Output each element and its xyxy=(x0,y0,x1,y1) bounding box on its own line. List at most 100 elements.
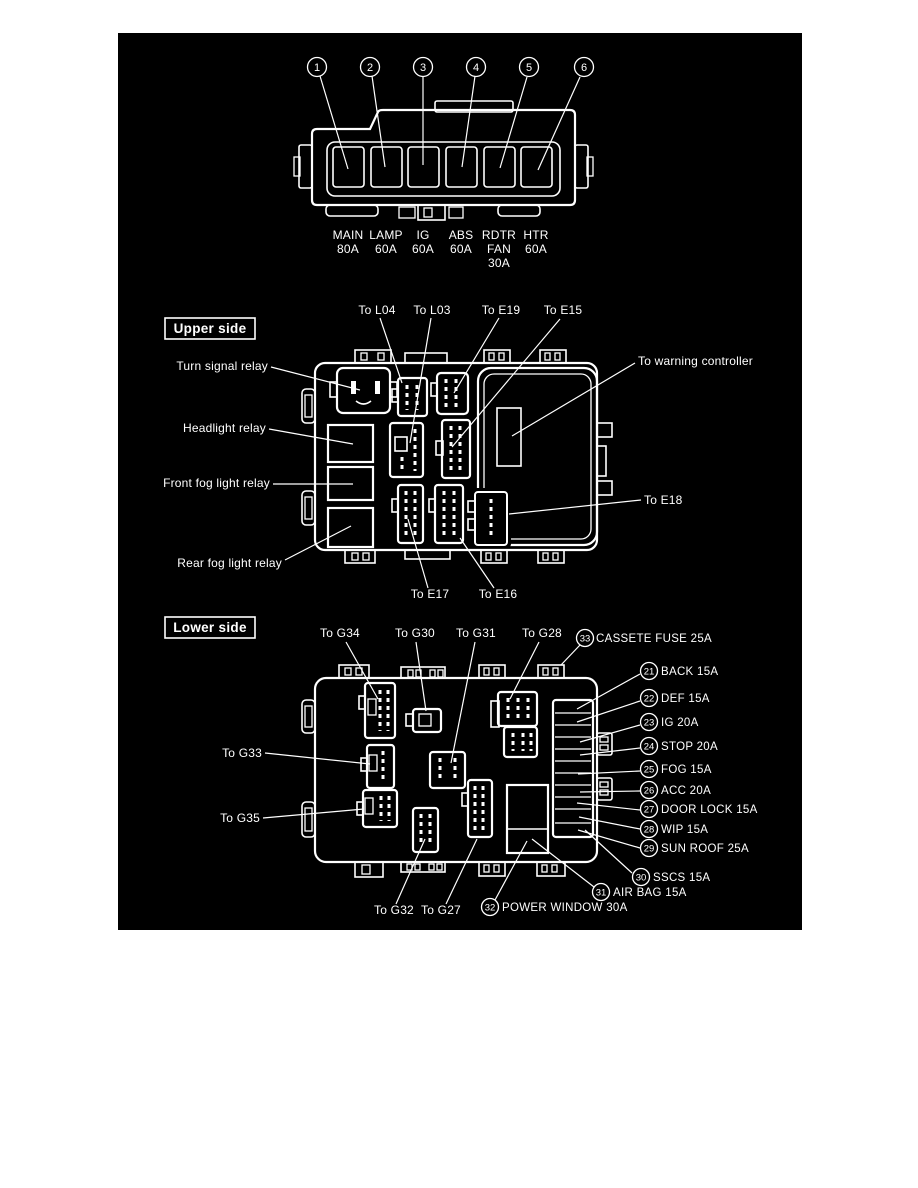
lower-side-title: Lower side xyxy=(173,620,247,635)
leader-line xyxy=(371,75,386,168)
foot-slot xyxy=(361,864,371,875)
tab xyxy=(483,349,511,364)
foot xyxy=(404,549,451,560)
svg-text:RDTR: RDTR xyxy=(482,228,516,242)
main-fuse-5 xyxy=(483,146,516,188)
foot-slot xyxy=(485,552,492,561)
leader-line xyxy=(579,724,641,743)
tab-slot xyxy=(360,352,368,361)
connector-g31 xyxy=(428,750,467,790)
air-bag-relay-block xyxy=(505,783,550,855)
foot-slot xyxy=(436,863,443,871)
tab-slot xyxy=(304,807,313,832)
tab-slot xyxy=(599,781,609,788)
svg-text:29: 29 xyxy=(644,844,655,855)
svg-text:POWER WINDOW 30A: POWER WINDOW 30A xyxy=(502,902,628,914)
connector-e15 xyxy=(435,418,472,480)
svg-text:DOOR LOCK 15A: DOOR LOCK 15A xyxy=(661,804,758,816)
svg-text:SUN ROOF 25A: SUN ROOF 25A xyxy=(661,843,749,855)
leader-line xyxy=(270,366,361,391)
fuse-box-diagram: 1 2 3 4 5 6 MAIN 80A LAMP 60A IG 60A ABS… xyxy=(163,56,758,917)
tab xyxy=(354,349,392,364)
tab-slot xyxy=(552,667,559,676)
tab xyxy=(404,352,448,364)
leader-line xyxy=(395,838,426,905)
svg-text:26: 26 xyxy=(644,786,655,797)
leader-line xyxy=(494,840,528,901)
svg-text:WIP 15A: WIP 15A xyxy=(661,824,708,836)
callout-4: 4 xyxy=(465,56,487,78)
tab-slot xyxy=(599,789,609,796)
label-to-g32: To G32 xyxy=(374,903,414,917)
foot xyxy=(354,861,384,878)
main-fuse-1-label: MAIN 80A xyxy=(333,228,364,256)
svg-text:22: 22 xyxy=(644,694,655,705)
tab-slot xyxy=(599,744,609,751)
svg-text:FOG 15A: FOG 15A xyxy=(661,764,712,776)
upper-side-title-box: Upper side xyxy=(164,317,256,340)
main-fuse-6-label: HTR 60A xyxy=(523,228,548,256)
tab xyxy=(400,666,446,679)
main-fuse-6 xyxy=(520,146,553,188)
foot xyxy=(478,861,506,877)
warning-controller-block xyxy=(476,366,599,547)
tab-slot xyxy=(542,667,549,676)
leader-line xyxy=(578,816,641,830)
label-to-g30: To G30 xyxy=(395,626,435,640)
connector-e17 xyxy=(391,483,425,545)
svg-text:60A: 60A xyxy=(450,242,472,256)
leader-line xyxy=(264,752,371,765)
svg-text:SSCS 15A: SSCS 15A xyxy=(653,872,710,884)
svg-text:30: 30 xyxy=(636,873,647,884)
svg-text:FAN: FAN xyxy=(487,242,511,256)
cassette-fuse-tab xyxy=(537,664,565,679)
leader-line xyxy=(537,76,581,171)
label-to-l03: To L03 xyxy=(413,303,450,317)
tab-slot xyxy=(544,352,551,361)
svg-text:80A: 80A xyxy=(337,242,359,256)
tab-slot xyxy=(377,352,385,361)
main-fuse-box-inner xyxy=(326,141,561,197)
connector-g30 xyxy=(405,707,443,734)
label-to-g28: To G28 xyxy=(522,626,562,640)
label-to-g27: To G27 xyxy=(421,903,461,917)
svg-text:ACC 20A: ACC 20A xyxy=(661,785,711,797)
tab xyxy=(596,445,607,477)
leader-line xyxy=(459,537,495,589)
svg-text:32: 32 xyxy=(485,903,496,914)
svg-text:24: 24 xyxy=(644,742,655,753)
foot xyxy=(537,549,565,564)
leader-line xyxy=(450,641,476,764)
label-to-g35: To G35 xyxy=(220,811,260,825)
tab-slot xyxy=(344,667,352,676)
leader-line xyxy=(584,829,633,874)
leader-line xyxy=(461,75,476,168)
main-fuse-box-shell xyxy=(310,108,577,207)
leader-line xyxy=(508,499,642,515)
svg-text:2: 2 xyxy=(367,62,373,74)
label-to-e16: To E16 xyxy=(479,587,518,601)
svg-text:AIR BAG 15A: AIR BAG 15A xyxy=(613,887,687,899)
headlight-relay xyxy=(326,423,375,464)
tab xyxy=(301,801,316,838)
svg-text:5: 5 xyxy=(526,62,532,74)
tab-slot xyxy=(304,705,313,728)
connector-e19 xyxy=(430,371,470,416)
foot-slot xyxy=(552,552,559,561)
callout-5: 5 xyxy=(518,56,540,78)
foot-slot xyxy=(551,864,558,873)
label-front-fog-light-relay: Front fog light relay xyxy=(163,476,270,490)
foot xyxy=(400,861,446,873)
foot-slot xyxy=(495,552,502,561)
callout-1: 1 xyxy=(306,56,328,78)
connector-e16 xyxy=(428,483,465,545)
leader-line xyxy=(262,808,365,819)
main-fuse-4-label: ABS 60A xyxy=(449,228,473,256)
connector-g33 xyxy=(360,743,396,790)
label-cassette-fuse: CASSETE FUSE 25A xyxy=(596,633,712,645)
label-rear-fog-light-relay: Rear fog light relay xyxy=(177,556,282,570)
